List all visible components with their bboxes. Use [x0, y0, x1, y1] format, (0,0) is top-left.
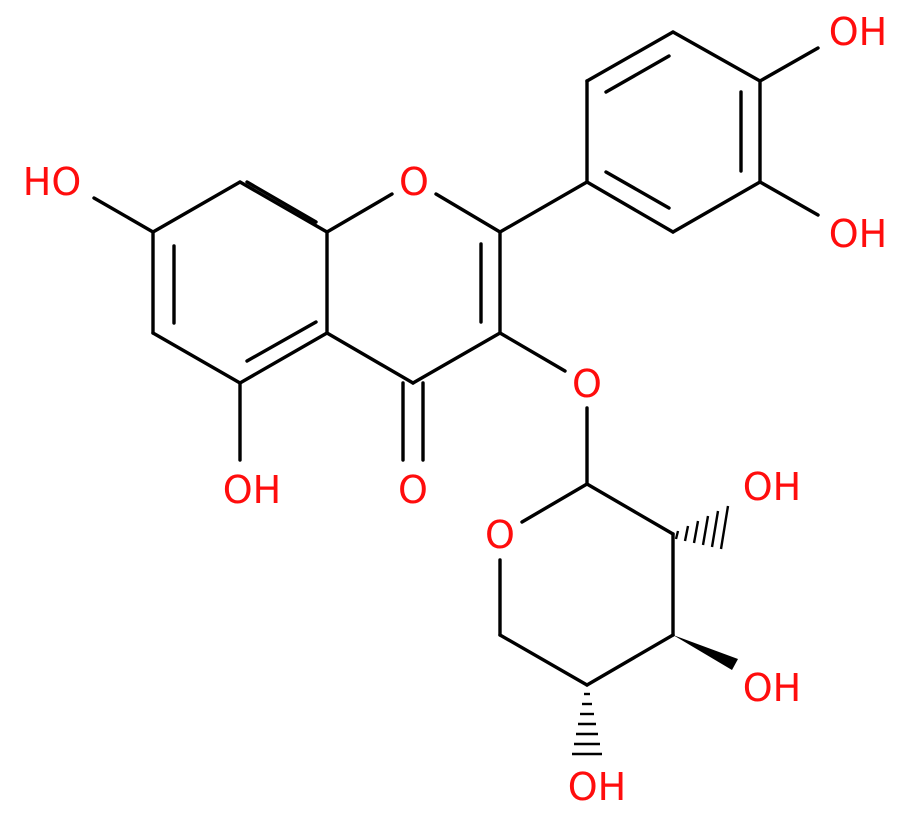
- bond: [758, 46, 820, 83]
- hydroxyl-label: OH: [568, 765, 626, 809]
- stereo-bonds: [572, 505, 738, 756]
- bond: [585, 180, 675, 234]
- oxygen-label: O: [485, 513, 515, 557]
- bond: [434, 192, 502, 234]
- bond: [758, 180, 820, 217]
- bond: [585, 482, 675, 536]
- hydroxyl-label: OH: [829, 10, 887, 54]
- bond: [238, 331, 329, 385]
- atom-labels: O O HO OH OH OH O O OH OH OH: [23, 10, 887, 809]
- bond: [151, 180, 242, 234]
- bond: [671, 30, 762, 83]
- bond: [498, 180, 589, 234]
- bond: [498, 331, 567, 373]
- bond: [238, 180, 329, 234]
- bond: [604, 170, 671, 210]
- bond: [604, 54, 671, 94]
- oxygen-label: O: [572, 362, 602, 406]
- bond: [498, 633, 589, 687]
- bond: [325, 331, 415, 385]
- bond: [325, 192, 394, 234]
- oxygen-label: O: [399, 160, 429, 204]
- bond: [585, 633, 675, 687]
- oxygen-label: O: [398, 468, 428, 512]
- hashed-wedge-bond: [572, 692, 602, 756]
- hydroxyl-label: HO: [23, 160, 81, 204]
- hydroxyl-label: OH: [829, 212, 887, 256]
- bonds: [92, 30, 820, 687]
- hydroxyl-label: OH: [743, 666, 801, 710]
- bond: [92, 196, 155, 234]
- bond: [671, 180, 762, 234]
- hydroxyl-label: OH: [223, 468, 281, 512]
- bond: [411, 331, 502, 385]
- bond: [245, 180, 318, 224]
- solid-wedge-bond: [673, 635, 738, 670]
- bond: [520, 482, 589, 524]
- bond: [151, 331, 242, 385]
- bond: [585, 30, 675, 83]
- hashed-wedge-bond: [674, 505, 730, 550]
- bond: [245, 320, 318, 363]
- hydroxyl-label: OH: [743, 465, 801, 509]
